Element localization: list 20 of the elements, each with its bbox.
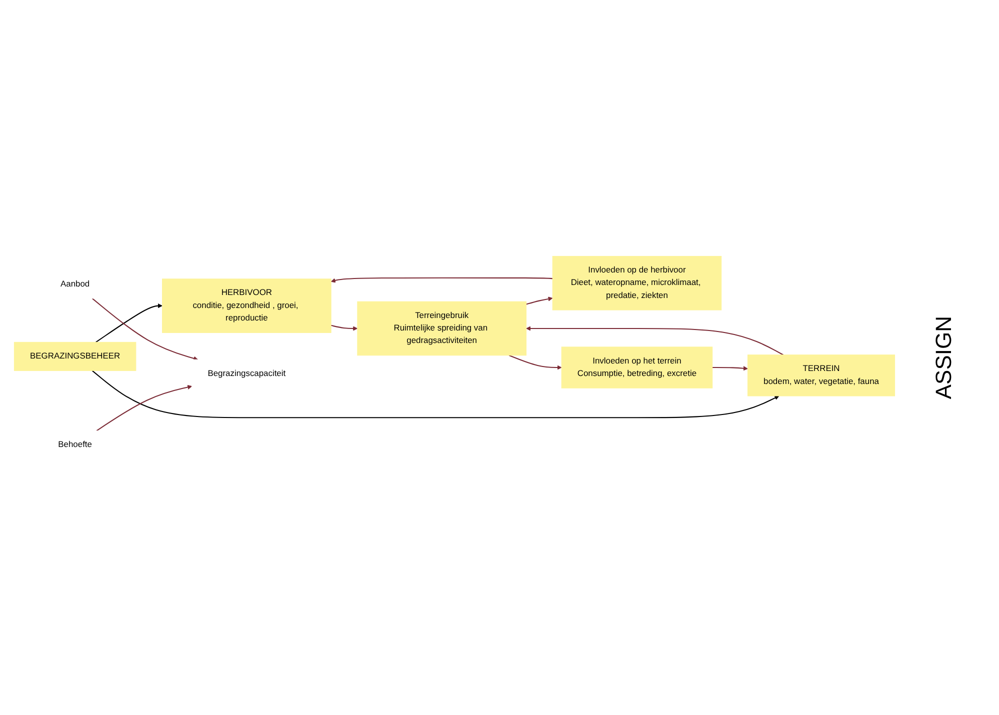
arrow <box>96 303 162 342</box>
node-box: HERBIVOOR conditie, gezondheid , groei, reproductie <box>162 278 332 333</box>
arrow <box>508 354 562 370</box>
arrow <box>526 326 784 356</box>
node-box: Invloeden op de herbivoor Dieet, wateropname, microklimaat, predatie, ziekten <box>552 256 722 310</box>
side-label: ASSIGN <box>931 316 957 400</box>
arrow <box>96 384 192 431</box>
arrow <box>712 366 748 370</box>
node-box: TERREIN bodem, water, vegetatie, fauna <box>747 354 896 396</box>
node-text: Behoefte <box>58 440 92 450</box>
node-box: Terreingebruik Ruimtelijke spreiding van gedragsactiviteiten <box>357 301 526 356</box>
node-text: Begrazingscapaciteit <box>208 368 286 378</box>
node-box: Invloeden op het terrein Consumptie, betreding, excretie <box>561 346 713 388</box>
arrow <box>330 324 358 331</box>
arrow <box>92 298 198 360</box>
arrow <box>92 370 780 418</box>
node-box: BEGRAZINGSBEHEER <box>14 342 136 371</box>
node-text: Aanbod <box>60 279 90 288</box>
arrow <box>330 277 553 282</box>
arrow <box>526 296 553 305</box>
